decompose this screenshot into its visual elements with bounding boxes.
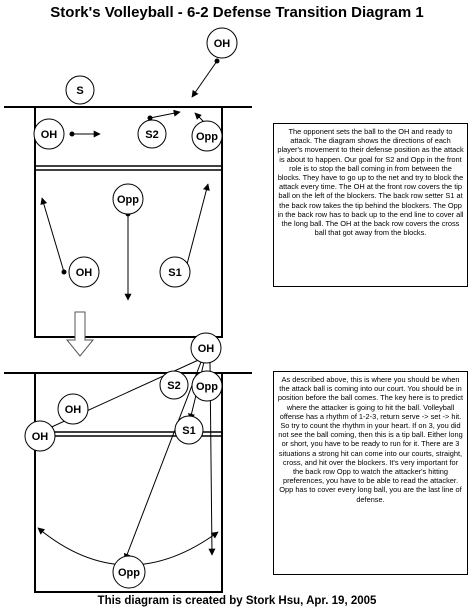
svg-text:S2: S2: [167, 380, 180, 392]
svg-text:Opp: Opp: [118, 567, 140, 579]
marker-dot: [214, 58, 220, 64]
player-opp-back: Opp: [112, 183, 144, 215]
player-oh-front: OH: [57, 393, 89, 425]
svg-text:S: S: [76, 85, 83, 97]
svg-text:OH: OH: [214, 38, 231, 50]
diagram-1: OH S OH S2 Opp Opp OH S1: [4, 27, 252, 338]
svg-text:OH: OH: [32, 431, 49, 443]
footer-credit: This diagram is created by Stork Hsu, Ap…: [97, 595, 377, 607]
note-box-2: As described above, this is where you sh…: [273, 371, 468, 575]
player-oh-front: OH: [33, 118, 65, 150]
svg-text:Opp: Opp: [196, 381, 218, 393]
player-oh-attacker: OH: [190, 332, 222, 364]
diagram-2: OH S2 Opp OH S1 OH Opp: [4, 332, 252, 593]
svg-text:S1: S1: [168, 267, 181, 279]
marker-dot: [69, 131, 75, 137]
marker-dot: [61, 269, 67, 275]
player-opp-back: Opp: [112, 555, 146, 589]
court-1: [34, 106, 223, 338]
svg-text:Opp: Opp: [196, 131, 218, 143]
svg-text:OH: OH: [65, 404, 82, 416]
svg-text:OH: OH: [76, 267, 93, 279]
player-opp-front: Opp: [191, 120, 223, 152]
arrow-oh-back: [40, 197, 65, 273]
svg-text:Opp: Opp: [117, 194, 139, 206]
svg-text:S1: S1: [182, 425, 195, 437]
svg-text:OH: OH: [198, 343, 215, 355]
player-s1: S1: [159, 256, 191, 288]
svg-text:OH: OH: [41, 129, 58, 141]
page-title: Stork's Volleyball - 6-2 Defense Transit…: [50, 4, 424, 21]
player-opp-front: Opp: [191, 370, 223, 402]
arrow-s2: [149, 109, 181, 119]
court-2: [34, 372, 223, 593]
svg-text:S2: S2: [145, 129, 158, 141]
transition-arrow: [65, 311, 95, 357]
arrow-straight-long: [123, 361, 202, 561]
arrow-oh-opponent: [191, 60, 218, 98]
player-oh-back: OH: [24, 420, 56, 452]
player-oh-opponent: OH: [206, 27, 238, 59]
player-s-opponent: S: [65, 75, 95, 105]
player-s2: S2: [159, 370, 189, 400]
note-box-1: The opponent sets the ball to the OH and…: [273, 123, 468, 287]
player-s2: S2: [137, 119, 167, 149]
player-oh-back: OH: [68, 256, 100, 288]
arrow-s1: [185, 183, 210, 269]
marker-dot: [147, 115, 153, 121]
player-s1: S1: [174, 415, 204, 445]
